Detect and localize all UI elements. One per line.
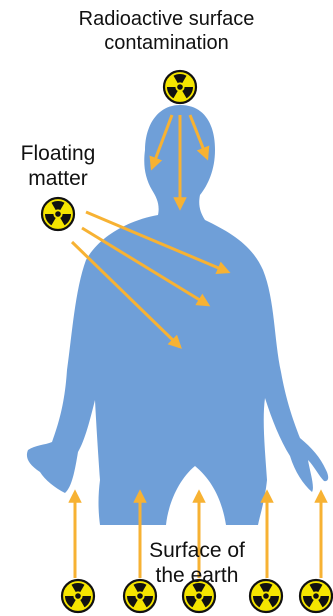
radiation-icon-top — [164, 71, 196, 103]
radiation-icon-ground-1 — [62, 580, 94, 612]
label-floating-matter: Floating matter — [0, 141, 116, 191]
label-surface-contamination: Radioactive surface contamination — [0, 7, 333, 55]
radiation-icon-floating — [42, 198, 74, 230]
label-earth-surface-line-1: Surface of — [116, 538, 278, 563]
label-earth-surface-line-2: the earth — [116, 563, 278, 588]
label-floating-matter-line-2: matter — [0, 166, 116, 191]
label-surface-contamination-line-1: Radioactive surface — [0, 7, 333, 31]
label-floating-matter-line-1: Floating — [0, 141, 116, 166]
label-surface-contamination-line-2: contamination — [0, 31, 333, 55]
label-earth-surface: Surface of the earth — [116, 538, 278, 588]
radiation-icon-ground-5 — [300, 580, 332, 612]
